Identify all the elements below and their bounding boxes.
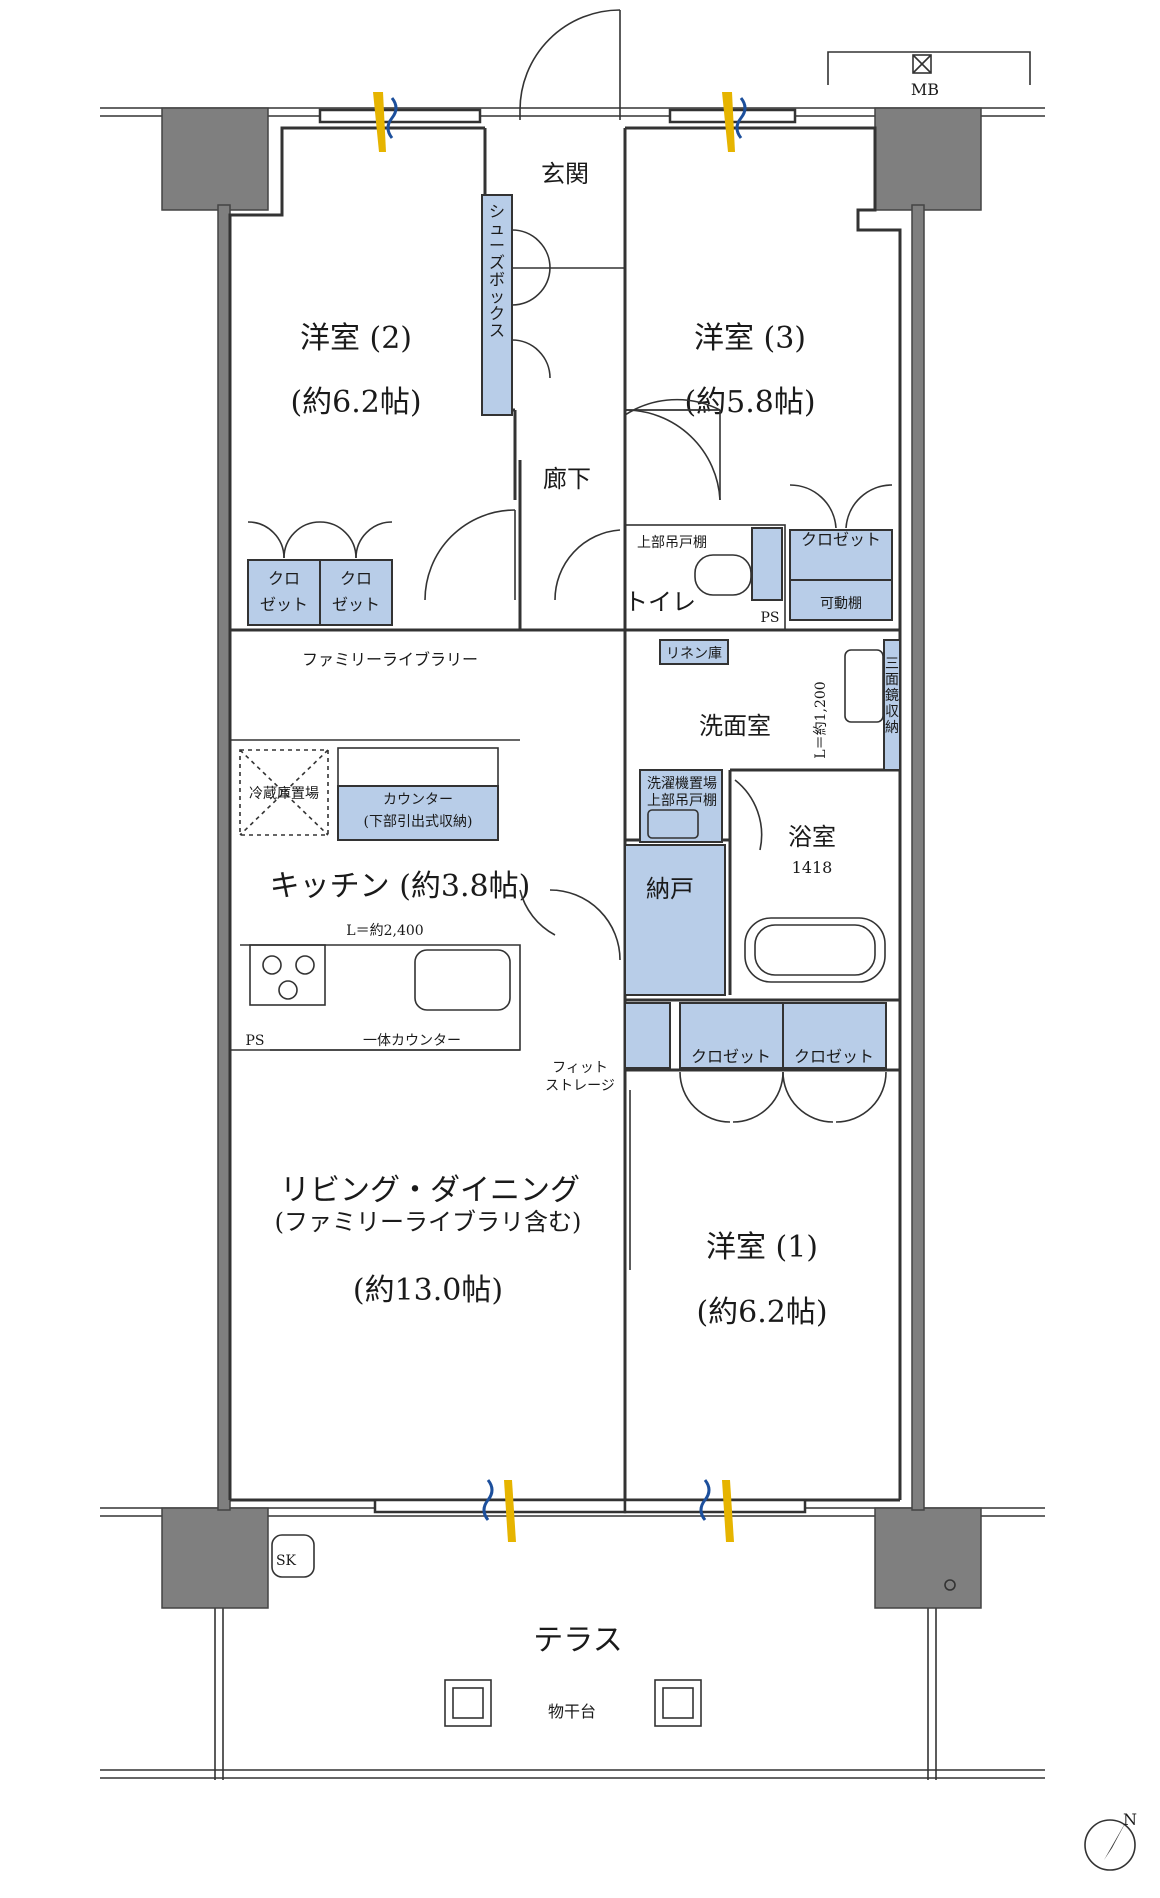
movable-shelf-label: 可動棚 <box>820 596 862 612</box>
sk-label: SK <box>276 1553 297 1569</box>
toilet-room: 上部吊戸棚 トイレ PS <box>554 524 786 631</box>
washroom: リネン庫 洗面室 三 面 鏡 収 納 L＝約1,200 洗濯機置場 上部吊戸棚 <box>639 639 901 843</box>
entrance-hall: 玄関 廊下 <box>512 160 625 493</box>
living-size: (約13.0帖) <box>353 1273 503 1308</box>
room-western-3-size: (約5.8帖) <box>684 385 815 420</box>
kitchen-label: キッチン (約3.8帖) <box>270 869 531 904</box>
svg-text:納: 納 <box>885 720 899 736</box>
ps-label-top: PS <box>760 610 779 626</box>
washroom-length-label: L＝約1,200 <box>813 681 829 758</box>
room-western-3-name: 洋室 (3) <box>694 321 806 356</box>
room-1-closets: クロゼット クロゼット <box>679 1002 887 1123</box>
washroom-label: 洗面室 <box>699 712 771 740</box>
living-name: リビング・ダイニング <box>280 1173 580 1208</box>
shoebox: シ ュ ー ズ ボ ッ ク ス <box>481 194 551 416</box>
structural-columns <box>161 107 982 1609</box>
svg-text:ゼット: ゼット <box>332 595 380 614</box>
washer-label-bottom: 上部吊戸棚 <box>647 793 717 809</box>
toilet-label: トイレ <box>624 588 696 616</box>
fit-storage-label-top: フィット <box>552 1060 608 1076</box>
drying-stand-label: 物干台 <box>548 1702 596 1721</box>
svg-text:ッ: ッ <box>489 287 505 306</box>
room-western-1: 洋室 (1) (約6.2帖) <box>696 1230 827 1330</box>
integrated-counter-label: 一体カウンター <box>363 1033 461 1049</box>
counter-note-label: (下部引出式収納) <box>364 814 473 830</box>
mb-box: MB <box>827 51 1031 99</box>
compass-icon: N <box>1084 1810 1137 1871</box>
living-note: (ファミリーライブラリ含む) <box>275 1208 582 1236</box>
compass-north-label: N <box>1123 1810 1137 1829</box>
bath-code: 1418 <box>792 858 833 877</box>
linen-label: リネン庫 <box>666 645 722 662</box>
entrance-label: 玄関 <box>541 160 589 188</box>
hallway-label: 廊下 <box>543 465 591 493</box>
room-western-3: 洋室 (3) (約5.8帖) クロゼット 可動棚 <box>624 321 893 621</box>
svg-text:ボ: ボ <box>489 270 505 289</box>
room-western-2-size: (約6.2帖) <box>290 385 421 420</box>
ventilation-markers <box>373 92 747 1542</box>
svg-text:ク: ク <box>489 304 505 323</box>
storage-room: 納戸 フィット ストレージ <box>545 844 726 1094</box>
storage-label: 納戸 <box>646 875 694 903</box>
svg-text:シ: シ <box>489 202 505 221</box>
washer-label-top: 洗濯機置場 <box>647 776 717 792</box>
bathroom: 浴室 1418 <box>734 779 886 983</box>
room-western-2-name: 洋室 (2) <box>300 321 412 356</box>
svg-text:ゼット: ゼット <box>260 595 308 614</box>
closet-3-label: クロゼット <box>801 530 881 549</box>
svg-text:ス: ス <box>489 321 505 340</box>
room-western-2: 洋室 (2) (約6.2帖) クロ ゼット クロ ゼット <box>247 321 516 626</box>
kitchen-area: ファミリーライブラリー 冷蔵庫置場 カウンター (下部引出式収納) キッチン (… <box>239 650 556 1051</box>
fit-storage-label-bottom: ストレージ <box>545 1078 615 1094</box>
svg-text:鏡: 鏡 <box>885 688 899 704</box>
ps-label-kitchen: PS <box>245 1033 264 1049</box>
counter-label: カウンター <box>383 792 453 808</box>
terrace-label: テラス <box>533 1623 622 1658</box>
bath-label: 浴室 <box>788 823 836 851</box>
family-library-label: ファミリーライブラリー <box>302 650 478 669</box>
svg-text:クロ: クロ <box>340 569 372 588</box>
entrance-door[interactable] <box>519 9 621 120</box>
mb-label: MB <box>911 80 939 99</box>
kitchen-length-label: L＝約2,400 <box>346 923 423 939</box>
svg-text:ズ: ズ <box>489 253 505 272</box>
room-western-1-size: (約6.2帖) <box>696 1295 827 1330</box>
outer-walls <box>217 126 925 1511</box>
svg-text:クロゼット: クロゼット <box>794 1047 874 1066</box>
living-dining: リビング・ダイニング (ファミリーライブラリ含む) (約13.0帖) <box>275 1090 631 1308</box>
terrace: SK テラス 物干台 <box>271 1534 956 1727</box>
svg-text:クロ: クロ <box>268 569 300 588</box>
svg-text:ュ: ュ <box>489 219 505 238</box>
room-western-1-name: 洋室 (1) <box>706 1230 818 1265</box>
svg-text:ー: ー <box>489 236 505 255</box>
svg-text:三: 三 <box>885 656 899 672</box>
svg-text:面: 面 <box>885 672 899 688</box>
upper-cabinet-label: 上部吊戸棚 <box>637 535 707 551</box>
svg-text:クロゼット: クロゼット <box>691 1047 771 1066</box>
svg-text:収: 収 <box>885 704 899 720</box>
fridge-label: 冷蔵庫置場 <box>249 785 319 802</box>
